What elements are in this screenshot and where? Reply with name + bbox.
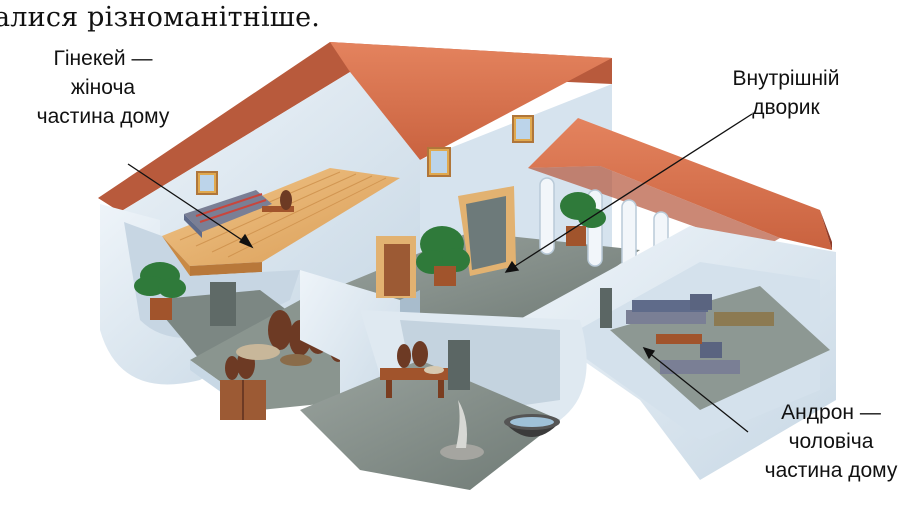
label-andron-line1: Андрон — (748, 398, 914, 427)
label-andron: Андрон — чоловіча частина дому (748, 398, 914, 485)
label-courtyard: Внутрішній дворик (716, 64, 856, 122)
label-gynaeceum-line1: Гінекей — (8, 44, 198, 73)
label-andron-line3: частина дому (748, 456, 914, 485)
label-andron-line2: чоловіча (748, 427, 914, 456)
label-gynaeceum-line3: частина дому (8, 102, 198, 131)
label-courtyard-line1: Внутрішній (716, 64, 856, 93)
label-courtyard-line2: дворик (716, 93, 856, 122)
label-gynaeceum-line2: жіноча (8, 73, 198, 102)
label-gynaeceum: Гінекей — жіноча частина дому (8, 44, 198, 131)
